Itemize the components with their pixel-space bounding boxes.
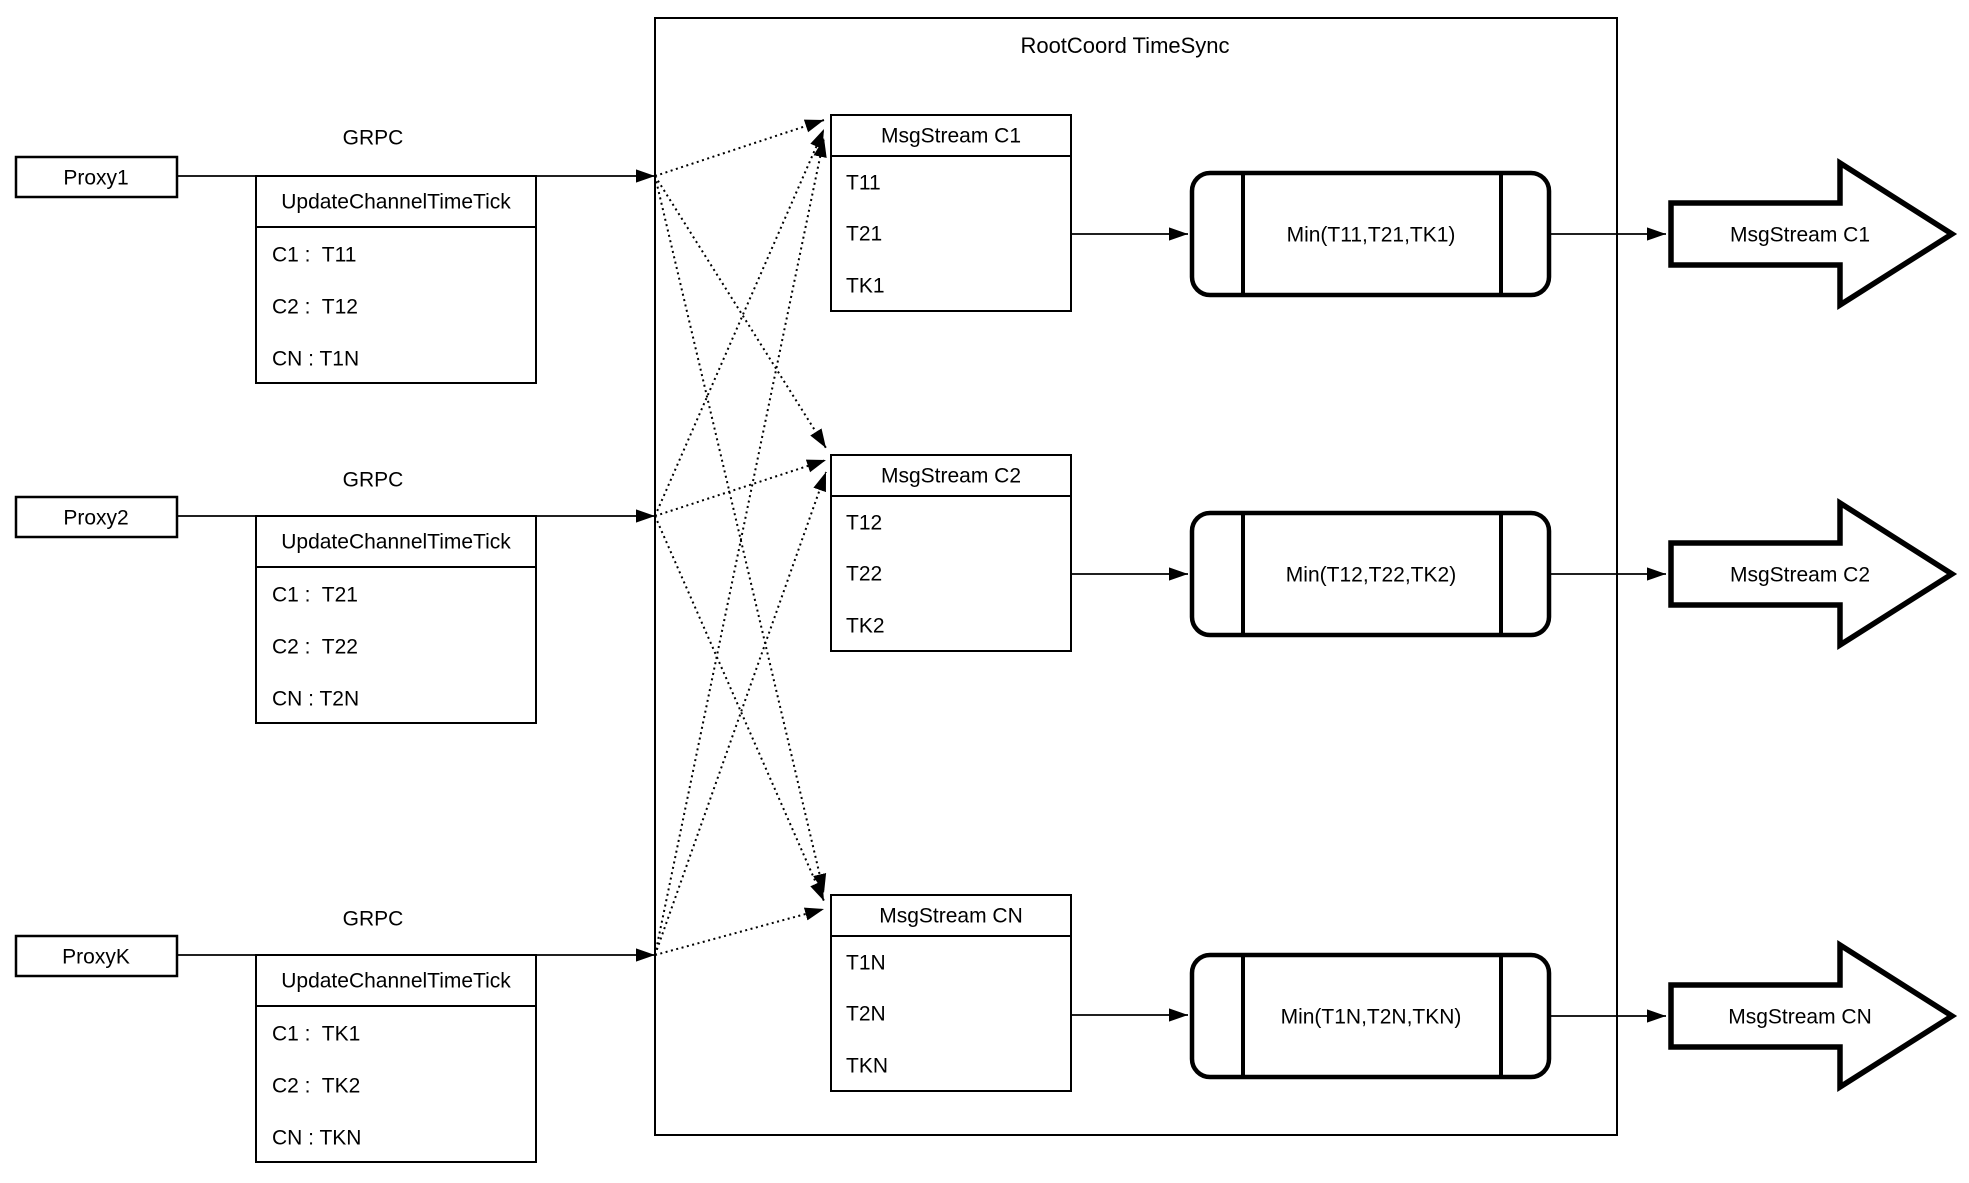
dotted-arrow-p2-c2 bbox=[654, 459, 827, 517]
output-arrow-shape-c1 bbox=[1668, 158, 1958, 310]
dotted-fanout-arrows bbox=[654, 119, 827, 956]
dotted-arrow-p2-c1 bbox=[654, 128, 825, 517]
stream-row: TK2 bbox=[846, 614, 885, 638]
stream-row: T21 bbox=[846, 222, 883, 246]
proxy1-box bbox=[14, 155, 179, 199]
update-row: C1 : T11 bbox=[272, 243, 357, 267]
min-label-2: Min(T12,T22,TK2) bbox=[1285, 563, 1457, 587]
stream-table-c1 bbox=[830, 114, 1072, 312]
rootcoord-box bbox=[654, 17, 1618, 1136]
rootcoord-title: RootCoord TimeSync bbox=[1020, 33, 1230, 58]
min-pill-2 bbox=[1189, 510, 1552, 638]
stream-row: T2N bbox=[846, 1002, 886, 1026]
dotted-arrow-p1-c2 bbox=[654, 175, 827, 449]
output-arrow-shape-cn bbox=[1668, 940, 1958, 1092]
update-row: CN : TKN bbox=[272, 1126, 362, 1150]
grpc-label-3: GRPC bbox=[342, 907, 404, 931]
min-label-1: Min(T11,T21,TK1) bbox=[1286, 223, 1456, 247]
dotted-arrow-p3-c1 bbox=[654, 137, 827, 956]
stream-header-c1: MsgStream C1 bbox=[880, 124, 1022, 148]
dotted-arrow-p3-cn bbox=[654, 907, 825, 956]
update-row: C2 : T12 bbox=[272, 295, 358, 319]
output-label-c2: MsgStream C2 bbox=[1729, 563, 1871, 587]
grpc-label-2: GRPC bbox=[342, 468, 404, 492]
proxy2-label: Proxy2 bbox=[63, 506, 129, 530]
update-row: C2 : TK2 bbox=[272, 1074, 361, 1098]
update-header-1: UpdateChannelTimeTick bbox=[281, 190, 511, 214]
update-row: CN : T1N bbox=[272, 347, 360, 371]
update-row: C1 : TK1 bbox=[272, 1022, 361, 1046]
stream-header-cn: MsgStream CN bbox=[879, 904, 1023, 928]
stream-row: T11 bbox=[846, 171, 881, 195]
stream-row: T22 bbox=[846, 562, 883, 586]
dotted-arrow-p1-cn bbox=[654, 175, 827, 894]
stream-row: TK1 bbox=[846, 274, 885, 298]
update-row: CN : T2N bbox=[272, 687, 360, 711]
proxyk-label: ProxyK bbox=[62, 945, 130, 969]
update-row: C2 : T22 bbox=[272, 635, 358, 659]
stream-row: TKN bbox=[846, 1054, 888, 1078]
stream-table-c2 bbox=[830, 454, 1072, 652]
stream-table-cn bbox=[830, 894, 1072, 1092]
update-header-3: UpdateChannelTimeTick bbox=[281, 969, 511, 993]
update-table-2 bbox=[255, 515, 537, 724]
output-label-cn: MsgStream CN bbox=[1728, 1005, 1872, 1029]
dotted-arrow-p1-c1 bbox=[654, 119, 825, 177]
update-table-3 bbox=[255, 954, 537, 1163]
output-label-c1: MsgStream C1 bbox=[1729, 223, 1871, 247]
grpc-label-1: GRPC bbox=[342, 126, 404, 150]
update-header-2: UpdateChannelTimeTick bbox=[281, 530, 511, 554]
stream-row: T12 bbox=[846, 511, 883, 535]
proxyk-box bbox=[14, 934, 179, 978]
update-row: C1 : T21 bbox=[272, 583, 358, 607]
output-arrow-shape-c2 bbox=[1668, 498, 1958, 650]
stream-row: T1N bbox=[846, 951, 886, 975]
update-table-1 bbox=[255, 175, 537, 384]
proxy2-box bbox=[14, 495, 179, 539]
stream-header-c2: MsgStream C2 bbox=[880, 464, 1022, 488]
min-label-3: Min(T1N,T2N,TKN) bbox=[1280, 1005, 1462, 1029]
dotted-arrow-p2-cn bbox=[654, 515, 825, 902]
proxy1-label: Proxy1 bbox=[63, 166, 129, 190]
